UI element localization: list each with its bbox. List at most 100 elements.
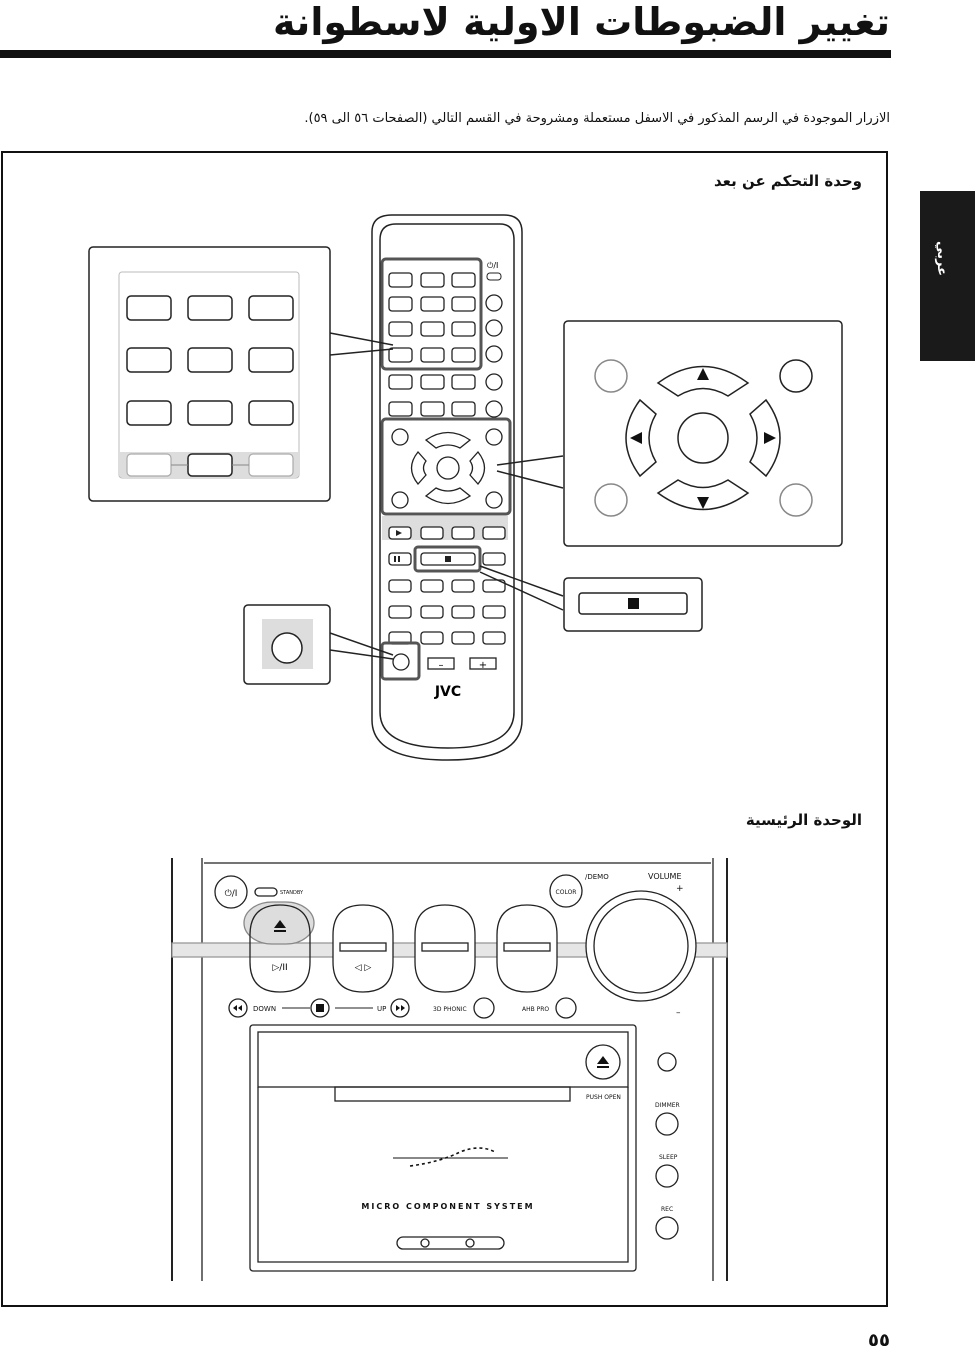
remote-key[interactable] — [420, 401, 445, 417]
zoom-select-key — [243, 604, 331, 685]
up-arrow-icon — [697, 368, 709, 380]
zoom-enter-key — [677, 412, 729, 464]
eject-icon — [274, 920, 286, 928]
remote-left-key[interactable] — [410, 450, 427, 486]
remote-key[interactable] — [420, 631, 444, 645]
remote-round-key[interactable] — [485, 345, 503, 363]
remote-key[interactable] — [388, 579, 412, 593]
remote-key[interactable] — [482, 631, 506, 645]
remote-minus-key[interactable] — [427, 657, 455, 670]
remote-key[interactable] — [420, 321, 445, 337]
left-arrow-icon — [630, 432, 642, 444]
remote-key[interactable] — [451, 401, 476, 417]
remote-up-key[interactable] — [424, 431, 472, 449]
volume-minus-label: – — [676, 1008, 681, 1018]
remote-key[interactable] — [420, 296, 445, 312]
sleep-button[interactable] — [655, 1164, 679, 1188]
remote-round-key[interactable] — [485, 373, 503, 391]
language-side-tab: عربي — [920, 191, 975, 361]
remote-down-key[interactable] — [424, 487, 472, 505]
remote-key[interactable] — [420, 347, 445, 363]
remote-key[interactable] — [451, 374, 476, 390]
rec-button[interactable] — [655, 1216, 679, 1240]
remote-transport-glyphs — [394, 530, 451, 562]
zoom-key — [126, 347, 172, 373]
main-power-button[interactable] — [214, 875, 248, 909]
remote-key[interactable] — [482, 526, 506, 540]
zoom-key — [187, 295, 233, 321]
remote-key[interactable] — [388, 321, 413, 337]
remote-key[interactable] — [451, 605, 475, 619]
remote-plus-key[interactable] — [469, 657, 497, 670]
remote-corner-key[interactable] — [391, 491, 409, 509]
remote-key[interactable] — [451, 296, 476, 312]
remote-round-key[interactable] — [485, 294, 503, 312]
play-icon — [396, 530, 402, 536]
remote-number-highlight — [380, 257, 483, 371]
zoom-key — [248, 347, 294, 373]
remote-key[interactable] — [451, 321, 476, 337]
standby-indicator — [254, 887, 278, 897]
remote-key[interactable] — [388, 296, 413, 312]
down-arrow-icon — [697, 497, 709, 509]
remote-round-key[interactable] — [485, 400, 503, 418]
phonic-label: 3D PHONIC — [433, 1006, 467, 1013]
remote-key[interactable] — [420, 579, 444, 593]
skip-icon: ◁ ▷ — [355, 963, 372, 973]
remote-corner-key[interactable] — [485, 491, 503, 509]
side-tab-label: عربي — [934, 241, 949, 277]
dimmer-button[interactable] — [655, 1112, 679, 1136]
remote-key[interactable] — [388, 272, 413, 288]
pause-icon — [394, 556, 396, 562]
remote-key[interactable] — [482, 579, 506, 593]
remote-power-button[interactable] — [486, 272, 502, 281]
system-logo-graphic — [393, 1147, 508, 1167]
sleep-label: SLEEP — [659, 1154, 678, 1161]
zoom-corner-key — [594, 359, 628, 393]
remote-power-label: ⏻/I — [487, 261, 498, 270]
ahb-label: AHB PRO — [522, 1006, 549, 1013]
remote-key[interactable] — [388, 374, 413, 390]
phonic-button[interactable] — [473, 997, 495, 1019]
remote-right-key[interactable] — [469, 450, 486, 486]
remote-enter-key[interactable] — [436, 456, 460, 480]
eject-play-button[interactable] — [249, 904, 311, 993]
volume-plus-label: + — [676, 884, 684, 894]
remote-key[interactable] — [451, 272, 476, 288]
zoom-stop-key — [563, 577, 703, 632]
remote-key[interactable] — [420, 526, 444, 540]
zoom-up-key — [656, 365, 750, 397]
remote-key[interactable] — [451, 526, 475, 540]
remote-key[interactable] — [420, 605, 444, 619]
remote-select-key[interactable] — [392, 653, 410, 671]
callout-lines — [329, 332, 564, 660]
ahb-button[interactable] — [555, 997, 577, 1019]
zoom-down-key — [656, 479, 750, 511]
zoom-key — [126, 400, 172, 426]
page-title: تغيير الضبوطات الاولية لاسطوانة — [273, 0, 890, 44]
remote-key[interactable] — [420, 272, 445, 288]
remote-key[interactable] — [388, 347, 413, 363]
remote-key[interactable] — [451, 631, 475, 645]
remote-key[interactable] — [482, 552, 506, 566]
remote-corner-key[interactable] — [391, 428, 409, 446]
zoom-number-keys — [88, 246, 331, 502]
remote-round-key[interactable] — [485, 319, 503, 337]
zoom-corner-key — [779, 359, 813, 393]
stop-icon — [316, 1004, 324, 1012]
remote-corner-key[interactable] — [485, 428, 503, 446]
remote-key[interactable] — [451, 347, 476, 363]
remote-key[interactable] — [482, 605, 506, 619]
remote-key[interactable] — [420, 374, 445, 390]
zoom-key — [187, 453, 233, 477]
remote-key[interactable] — [388, 401, 413, 417]
zoom-corner-key — [779, 483, 813, 517]
remote-cursor-keys — [391, 428, 503, 509]
remote-key[interactable] — [388, 605, 412, 619]
remote-brand-logo: JVC — [434, 684, 461, 700]
dimmer-label: DIMMER — [655, 1102, 680, 1109]
color-button[interactable] — [549, 874, 583, 908]
cassette-spindle — [420, 1238, 430, 1248]
remote-key[interactable] — [451, 579, 475, 593]
